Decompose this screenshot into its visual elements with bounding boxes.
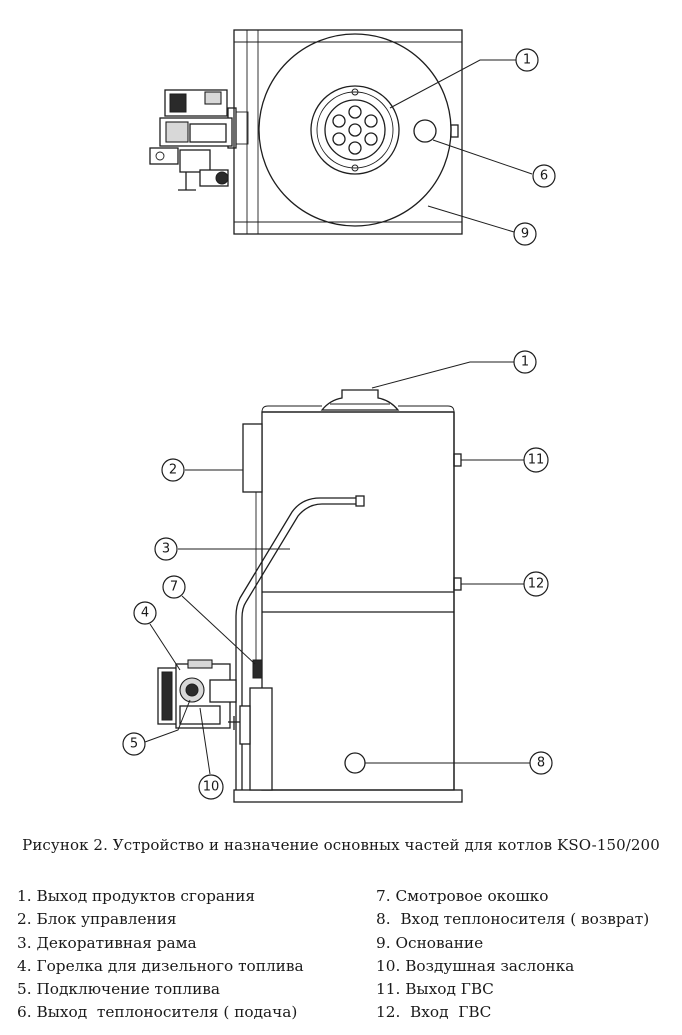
figure-caption: Рисунок 2. Устройство и назначение основ… — [22, 836, 660, 854]
legend-item: 3. Декоративная рама — [17, 933, 197, 952]
decorative-frame — [235, 497, 362, 790]
svg-text:11: 11 — [528, 453, 545, 468]
burner-side-view — [157, 659, 273, 791]
svg-text:8: 8 — [537, 756, 545, 771]
legend-item: 4. Горелка для дизельного топлива — [17, 956, 304, 975]
callout-side-7: 7 — [162, 575, 256, 665]
burner-top-view — [149, 89, 233, 191]
supply-outlet — [413, 119, 437, 143]
dhw-outlet — [453, 453, 462, 467]
legend-item: 1. Выход продуктов сгорания — [17, 887, 256, 905]
inspection-window — [252, 659, 263, 679]
callout-top-9: 9 — [427, 205, 537, 246]
callout-side-2: 2 — [161, 458, 243, 482]
callout-side-5: 5 — [122, 699, 191, 756]
svg-text:4: 4 — [141, 606, 149, 621]
legend-item: 9. Основание — [376, 933, 484, 952]
flue-cap — [320, 389, 400, 411]
callout-side-12: 12 — [461, 571, 549, 597]
callout-side-1: 1 — [371, 350, 537, 389]
callout-side-11: 11 — [461, 447, 549, 473]
callout-side-10: 10 — [198, 707, 224, 800]
legend-item: 2. Блок управления — [17, 910, 177, 929]
svg-text:12: 12 — [528, 577, 545, 592]
control-block — [242, 423, 263, 493]
top-view-housing — [233, 29, 463, 235]
legend-right-column: 7. Смотровое окошко 8. Вход теплоносител… — [376, 885, 649, 1025]
dhw-inlet — [453, 577, 462, 591]
callout-side-3: 3 — [154, 537, 290, 561]
svg-text:6: 6 — [540, 169, 548, 184]
legend-item: 8. Вход теплоносителя ( возврат) — [376, 910, 650, 929]
return-inlet — [344, 752, 366, 774]
svg-text:10: 10 — [203, 780, 220, 795]
flue-outlet-outer — [310, 85, 400, 175]
callout-top-1: 1 — [389, 48, 539, 109]
svg-text:5: 5 — [130, 737, 138, 752]
callout-side-8: 8 — [365, 751, 553, 775]
base-plate — [233, 789, 463, 803]
legend-item: 10. Воздушная заслонка — [376, 956, 575, 975]
callout-side-4: 4 — [133, 601, 181, 671]
legend-item: 5. Подключение топлива — [17, 980, 221, 999]
svg-text:2: 2 — [169, 463, 177, 478]
legend-item: 7. Смотровое окошко — [376, 887, 549, 905]
boiler-body — [261, 411, 455, 791]
legend-item: 11. Выход ГВС — [376, 980, 494, 999]
callout-top-6: 6 — [432, 139, 556, 188]
boiler-diagram: 1 6 9 — [122, 29, 556, 803]
svg-text:3: 3 — [162, 542, 170, 557]
svg-text:1: 1 — [523, 53, 531, 68]
legend-item: 6. Выход теплоносителя ( подача) — [17, 1003, 298, 1022]
base-circle — [258, 33, 452, 227]
svg-text:9: 9 — [521, 227, 529, 242]
legend-left-column: 1. Выход продуктов сгорания 2. Блок упра… — [17, 885, 304, 1025]
svg-text:7: 7 — [170, 580, 178, 595]
top-view — [149, 29, 463, 235]
side-view — [157, 389, 463, 803]
legend-item: 12. Вход ГВС — [376, 1003, 492, 1022]
svg-text:1: 1 — [521, 355, 529, 370]
